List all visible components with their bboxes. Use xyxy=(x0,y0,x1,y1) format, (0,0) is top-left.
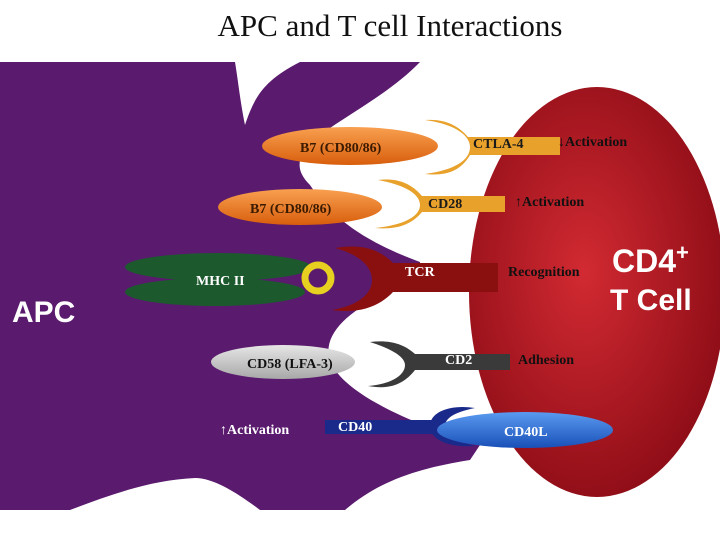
cd28-effect: ↑Activation xyxy=(515,195,584,210)
b7-molecule-1 xyxy=(262,127,438,165)
cd2-receptor xyxy=(368,341,510,388)
tcr-label: TCR xyxy=(405,265,435,280)
cd40l-label: CD40L xyxy=(504,425,548,440)
ctla4-receptor xyxy=(425,119,560,175)
row-b7-cd28: B7 (CD80/86) CD28 ↑Activation xyxy=(218,179,584,229)
tcr-receptor xyxy=(332,246,498,312)
interaction-diagram: APC CD4+ T Cell B7 (CD80/86) CTLA-4 ↓Act… xyxy=(0,62,720,510)
cd28-receptor xyxy=(375,179,505,229)
mhc-ii-label: MHC II xyxy=(196,274,245,289)
row-cd58-cd2: CD58 (LFA-3) CD2 Adhesion xyxy=(211,341,574,388)
cd40-molecule xyxy=(325,420,443,434)
t-cell-label-line2: T Cell xyxy=(610,284,692,317)
cd40-label: CD40 xyxy=(338,420,372,435)
cd40-effect: ↑Activation xyxy=(220,423,289,438)
mhc-ii-lower xyxy=(125,278,305,306)
cd40l-cup xyxy=(430,406,475,447)
mhc-ii-upper xyxy=(125,253,311,281)
diagram-title: APC and T cell Interactions xyxy=(217,8,563,43)
row-b7-ctla4: B7 (CD80/86) CTLA-4 ↓Activation xyxy=(262,119,627,175)
row-cd40-cd40l: CD40 CD40L ↑Activation xyxy=(220,406,613,448)
cd28-label: CD28 xyxy=(428,197,462,212)
cd40l-molecule xyxy=(437,412,613,448)
cd58-label: CD58 (LFA-3) xyxy=(247,357,333,372)
ctla4-effect: ↓Activation xyxy=(558,135,627,150)
cd2-effect: Adhesion xyxy=(518,353,574,368)
peptide-antigen xyxy=(301,261,335,295)
t-cell-label-line1: CD4+ xyxy=(612,240,689,279)
cd2-label: CD2 xyxy=(445,353,472,368)
tcr-effect: Recognition xyxy=(508,265,580,280)
cd58-molecule xyxy=(211,345,355,379)
t-cell-body xyxy=(469,87,720,497)
t-cell-label-superscript: + xyxy=(676,240,689,265)
b7-label-1: B7 (CD80/86) xyxy=(300,141,382,156)
ctla4-label: CTLA-4 xyxy=(473,137,524,152)
apc-label: APC xyxy=(12,296,75,329)
b7-molecule-2 xyxy=(218,189,382,225)
b7-label-2: B7 (CD80/86) xyxy=(250,202,332,217)
row-mhc-tcr: MHC II TCR Recognition xyxy=(125,246,580,312)
